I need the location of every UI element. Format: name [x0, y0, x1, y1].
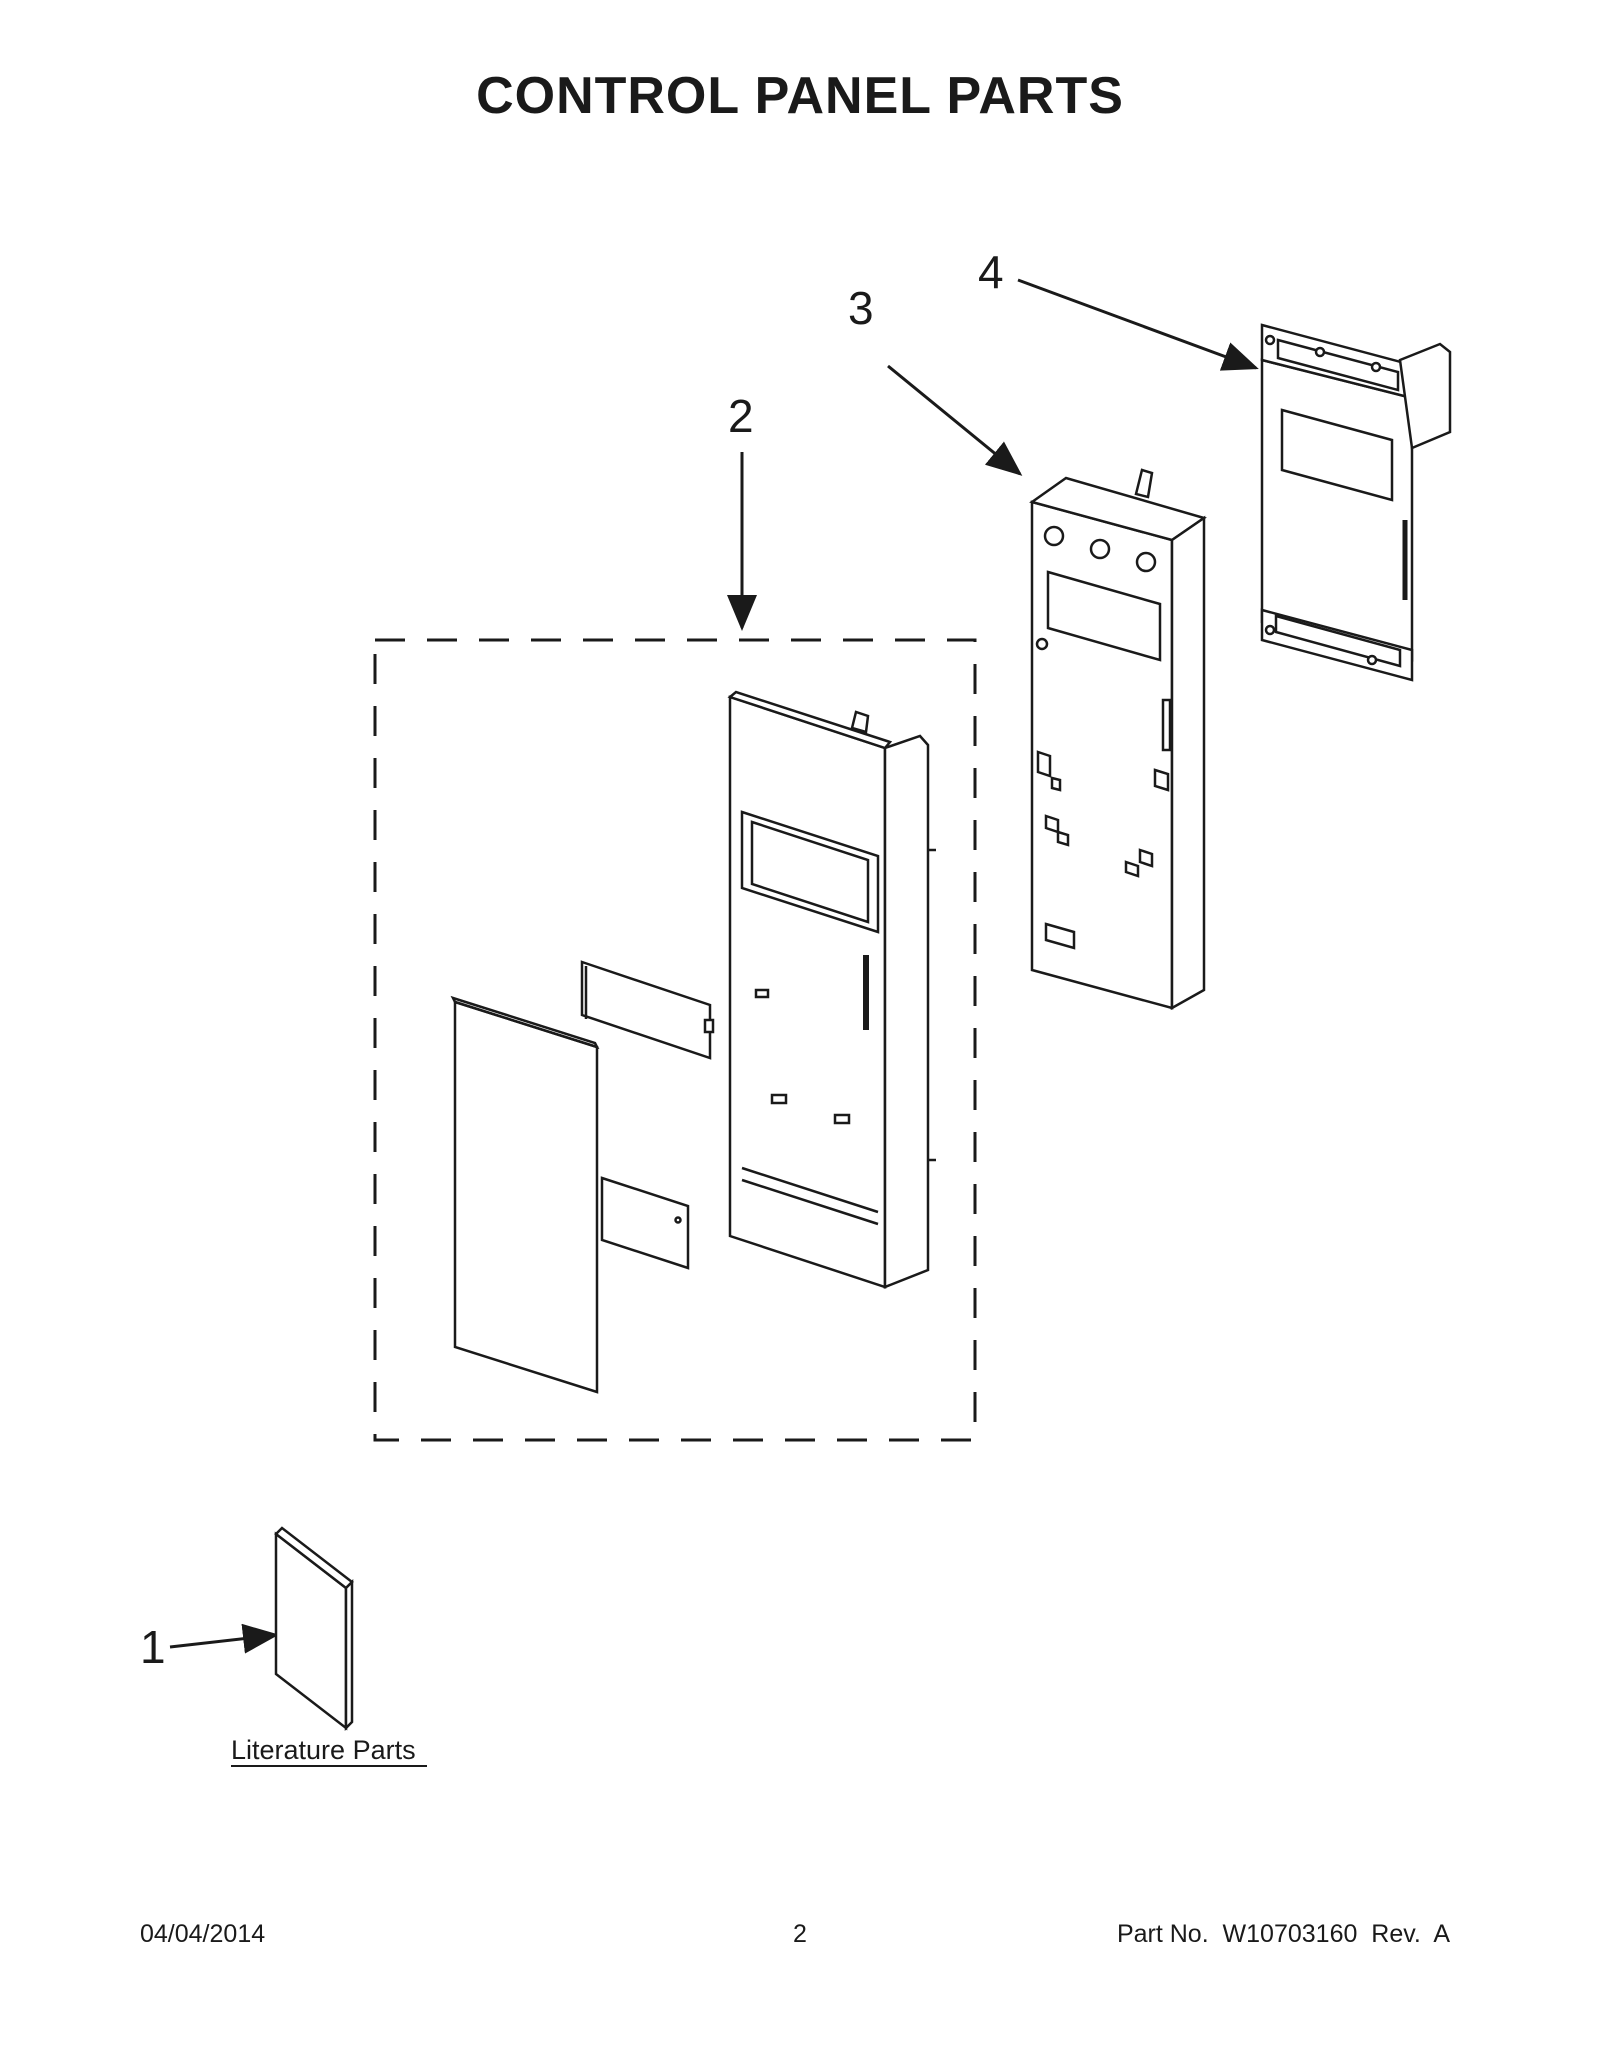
literature-booklet	[274, 1526, 354, 1732]
assembly-2-dashed-box	[373, 638, 977, 1442]
leader-arrow-4	[1017, 278, 1259, 371]
control-panel-frame	[727, 690, 936, 1289]
display-window-piece	[580, 960, 715, 1060]
leader-arrow-3	[887, 364, 1023, 476]
electronic-control-board	[1260, 323, 1452, 682]
callout-1: 1	[140, 1621, 166, 1673]
footer-page-number: 2	[793, 1920, 807, 1948]
control-panel-overlay	[450, 995, 600, 1394]
callout-2: 2	[728, 390, 754, 442]
control-panel-bracket	[1029, 468, 1207, 1011]
callout-3: 3	[848, 282, 874, 334]
callout-4: 4	[978, 246, 1004, 298]
leader-arrows	[169, 278, 1259, 1654]
leader-arrow-1	[169, 1623, 279, 1654]
lower-plate	[600, 1176, 690, 1270]
page-title: CONTROL PANEL PARTS	[476, 67, 1124, 125]
footer-part-number: Part No. W10703160 Rev. A	[1116, 1920, 1450, 1948]
literature-parts-label: Literature Parts	[231, 1735, 416, 1765]
footer-date: 04/04/2014	[140, 1920, 266, 1948]
